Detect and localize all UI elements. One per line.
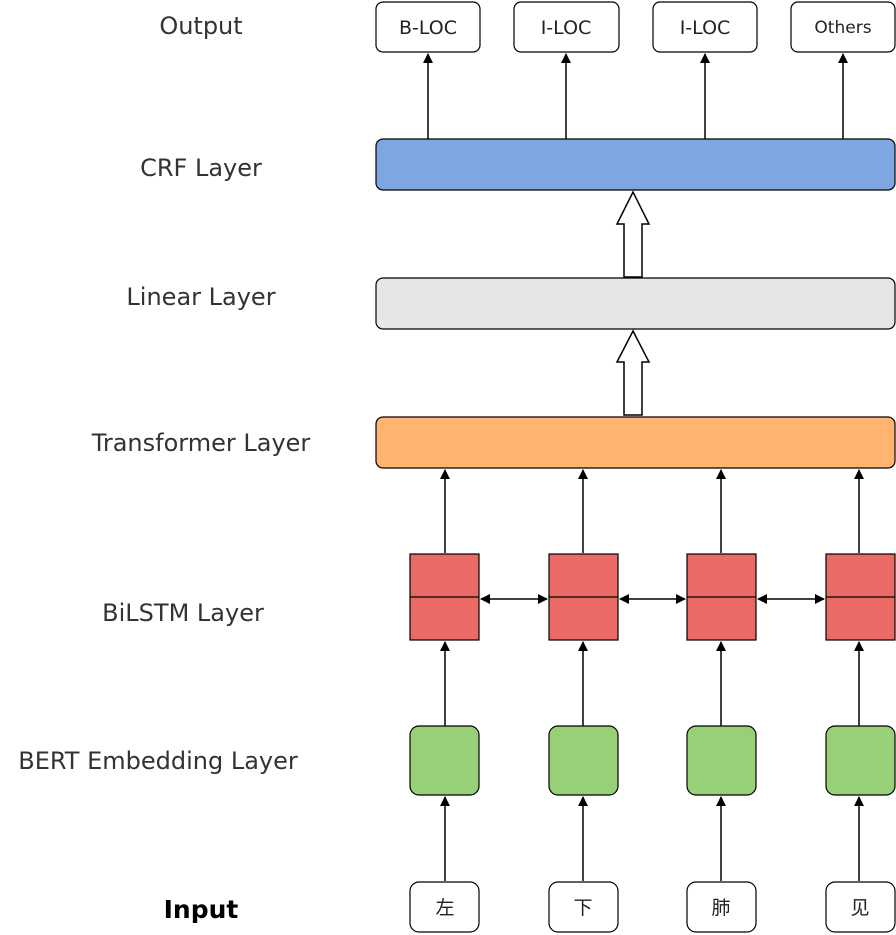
transformer-to-linear-arrow	[615, 329, 651, 416]
output-label-1: B-LOC	[399, 17, 457, 39]
output-box-3: I-LOC	[652, 1, 758, 53]
output-layer-label: Output	[159, 12, 242, 40]
output-box-2: I-LOC	[513, 1, 620, 53]
input-char-1: 左	[435, 897, 454, 919]
input-char-4: 见	[850, 897, 869, 919]
input-token-2: 下	[548, 881, 619, 933]
input-char-3: 肺	[711, 897, 730, 919]
linear-layer-label: Linear Layer	[126, 283, 275, 311]
input-token-3: 肺	[686, 881, 757, 933]
output-box-4: Others	[790, 1, 896, 53]
linear-to-crf-arrow	[615, 190, 651, 278]
transformer-layer-bar	[375, 416, 896, 469]
input-char-2: 下	[573, 897, 592, 919]
crf-to-output-arrows	[423, 53, 848, 139]
input-layer-label: Input	[164, 895, 239, 924]
input-token-4: 见	[825, 881, 896, 933]
output-label-3: I-LOC	[680, 17, 731, 39]
input-to-bert-arrows	[440, 796, 864, 881]
output-label-2: I-LOC	[541, 17, 592, 39]
crf-layer-label: CRF Layer	[140, 154, 262, 182]
bilstm-cell-3	[686, 553, 757, 641]
input-token-1: 左	[409, 881, 480, 933]
bert-to-bilstm-arrows	[440, 641, 864, 726]
bilstm-layer-label: BiLSTM Layer	[102, 599, 264, 627]
bert-embedding-4	[825, 725, 896, 796]
bilstm-cell-2	[548, 553, 619, 641]
linear-layer-bar	[375, 277, 896, 330]
bert-layer-label: BERT Embedding Layer	[18, 747, 298, 775]
bert-embedding-3	[686, 725, 757, 796]
bilstm-to-transformer-arrows	[440, 469, 864, 553]
bilstm-cell-1	[409, 553, 480, 641]
bilstm-cell-4	[825, 553, 896, 641]
output-box-1: B-LOC	[375, 1, 481, 53]
bert-embedding-1	[409, 725, 480, 796]
bert-embedding-2	[548, 725, 619, 796]
output-label-4: Others	[814, 18, 871, 38]
crf-layer-bar	[375, 138, 896, 191]
transformer-layer-label: Transformer Layer	[91, 429, 311, 457]
